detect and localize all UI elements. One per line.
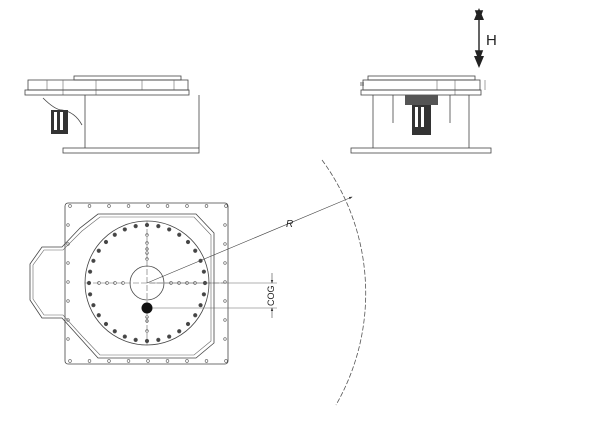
bolt-hole (66, 337, 70, 341)
bolt-hole (96, 248, 101, 253)
bolt-hole (223, 223, 227, 227)
bolt-hole (66, 261, 70, 265)
bolt-hole (224, 204, 228, 208)
bolt-hole (145, 257, 149, 261)
side-view-right (350, 75, 492, 154)
motor-right (405, 95, 438, 135)
bolt-hole (185, 321, 191, 327)
height-label: H (486, 32, 497, 49)
bolt-hole (103, 239, 109, 245)
bolt-hole (145, 329, 149, 333)
cog-label: COG (266, 285, 276, 306)
bolt-hole (66, 280, 70, 284)
bolt-hole (113, 281, 117, 285)
bolt-hole (177, 329, 182, 334)
bolt-hole (201, 269, 206, 274)
bolt-hole (204, 359, 209, 363)
bolt-hole (87, 359, 92, 363)
bolt-hole (107, 204, 111, 208)
bolt-hole (66, 318, 70, 322)
bolt-hole (223, 242, 227, 246)
bolt-hole (126, 204, 131, 208)
bolt-hole (126, 359, 131, 363)
bolt-hole (112, 232, 117, 237)
bolt-hole (223, 337, 227, 341)
side-view-left (24, 75, 200, 154)
bolt-hole (165, 204, 170, 208)
top-view (29, 202, 229, 365)
bolt-hole (145, 247, 149, 251)
bolt-hole (146, 204, 150, 208)
bolt-hole (103, 321, 109, 327)
bolt-hole (145, 251, 149, 255)
bolt-hole (167, 227, 172, 232)
bolt-hole (68, 359, 72, 363)
bolt-hole (185, 359, 189, 363)
bolt-hole (223, 299, 227, 303)
bolt-hole (156, 337, 161, 342)
bolt-hole (193, 248, 198, 253)
bolt-hole (145, 319, 149, 323)
bolt-hole (122, 334, 127, 339)
bolt-hole (87, 204, 92, 208)
bolt-hole (185, 204, 189, 208)
bolt-hole (185, 239, 191, 245)
bolt-hole (201, 292, 206, 297)
bolt-hole (145, 315, 149, 319)
bolt-hole (145, 233, 149, 237)
bolt-hole (112, 329, 117, 334)
bolt-hole (88, 269, 93, 274)
bolt-hole (156, 224, 161, 229)
motor-left (42, 97, 83, 134)
bolt-hole (91, 258, 96, 263)
bolt-holes (66, 204, 228, 363)
bolt-hole (224, 359, 228, 363)
bolt-hole (66, 223, 70, 227)
cog-dimension: COG (150, 273, 277, 318)
bolt-hole (223, 261, 227, 265)
cog-marker (141, 302, 153, 314)
bolt-hole (223, 280, 227, 284)
radius-label: R (286, 219, 293, 230)
bolt-hole (144, 222, 150, 228)
bolt-hole (88, 292, 93, 297)
bolt-hole (146, 359, 150, 363)
bolt-hole (105, 281, 109, 285)
bolt-hole (145, 241, 149, 245)
bolt-hole (66, 242, 70, 246)
bolt-hole (66, 299, 70, 303)
bolt-hole (133, 224, 138, 229)
bolt-hole (204, 204, 209, 208)
bolt-hole (177, 232, 182, 237)
bolt-hole (144, 338, 150, 344)
bolt-hole (165, 359, 170, 363)
bolt-hole (121, 281, 125, 285)
bolt-hole (107, 359, 111, 363)
bolt-hole (97, 281, 101, 285)
bolt-hole (86, 280, 92, 286)
height-dimension: H (474, 8, 497, 68)
radius-dimension: R (146, 159, 367, 406)
bolt-hole (223, 318, 227, 322)
bolt-hole (91, 303, 96, 308)
bolt-hole (122, 227, 127, 232)
bolt-hole (68, 204, 72, 208)
bolt-hole (193, 313, 198, 318)
bolt-hole (167, 334, 172, 339)
bolt-hole (198, 303, 203, 308)
bolt-hole (133, 337, 138, 342)
bolt-hole (96, 313, 101, 318)
